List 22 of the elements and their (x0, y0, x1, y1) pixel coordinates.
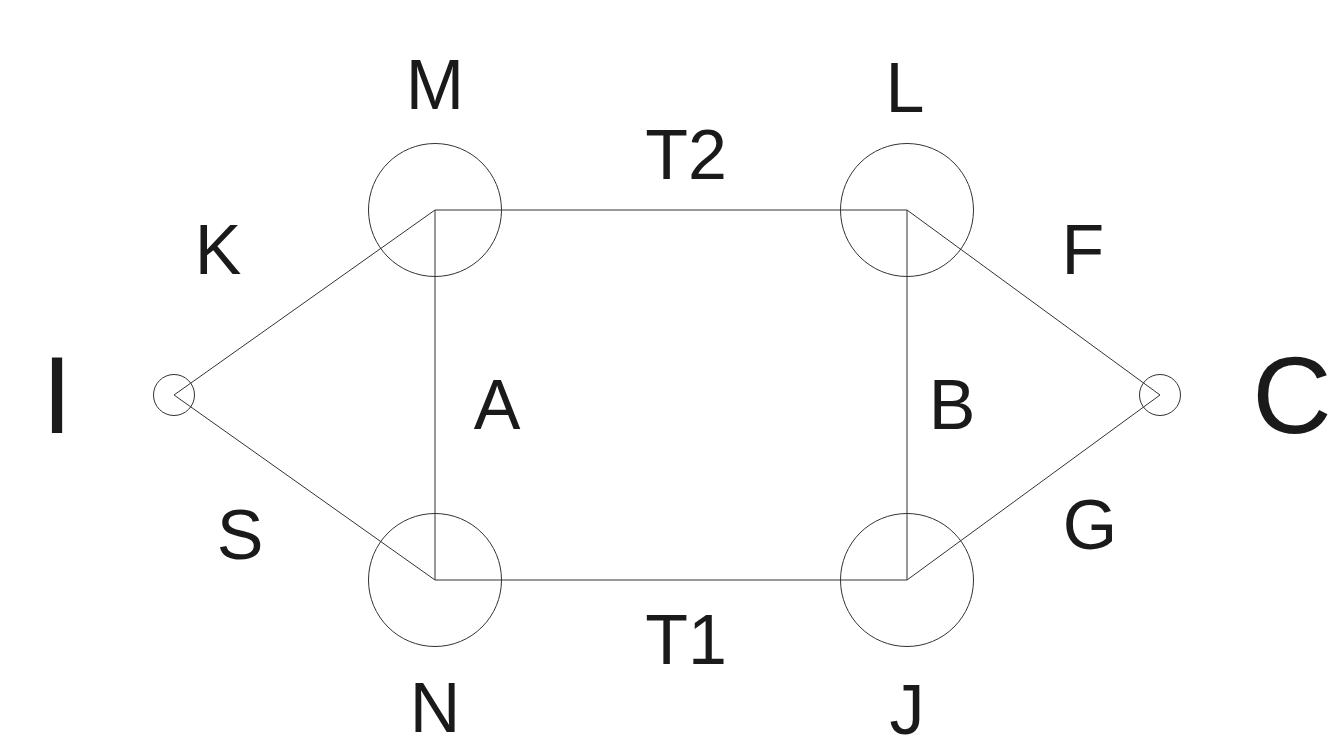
connector-line (906, 394, 1161, 581)
node-label: C (1252, 340, 1332, 450)
connector-line (434, 579, 908, 581)
node-label: N (409, 673, 461, 743)
edge-label: K (194, 215, 242, 285)
connector-line (173, 394, 436, 581)
edge-label: F (1061, 215, 1105, 285)
connector-line (906, 209, 1161, 396)
edge-label: G (1062, 490, 1118, 560)
edge-label: B (928, 370, 976, 440)
connector-line (906, 209, 908, 581)
edge-label: T1 (645, 605, 727, 675)
connector-line (173, 209, 436, 396)
edge-label: T2 (645, 120, 727, 190)
node-label: I (41, 340, 73, 450)
node-label: J (889, 675, 925, 743)
connector-line (434, 209, 908, 211)
connector-line (434, 209, 436, 581)
node-label: L (885, 53, 925, 123)
edge-label: A (473, 370, 521, 440)
edge-label: S (216, 500, 264, 570)
node-label: M (405, 50, 465, 120)
